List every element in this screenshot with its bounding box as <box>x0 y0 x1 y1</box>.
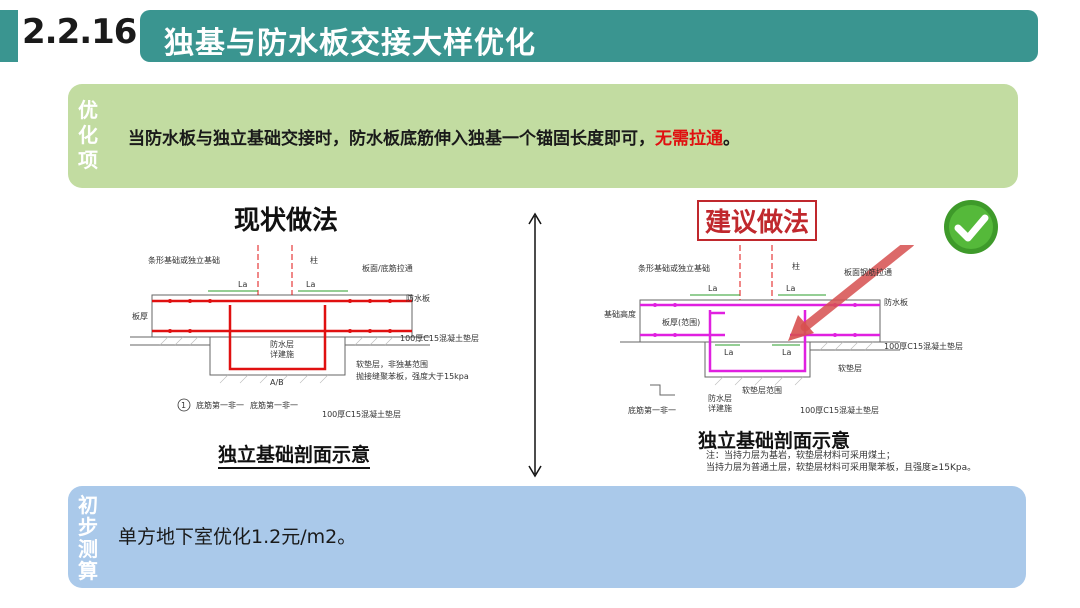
suggested-practice-heading-box: 建议做法 <box>697 200 818 241</box>
optimization-text: 当防水板与独立基础交接时，防水板底筋伸入独基一个锚固长度即可，无需拉通。 <box>128 124 740 149</box>
optimization-label: 优化项 <box>76 98 100 173</box>
preliminary-calc-panel: 初步测算 单方地下室优化1.2元/m2。 <box>68 486 1026 588</box>
left-label-la2: La <box>306 280 315 289</box>
right-label-thick: 板厚(范围) <box>662 317 700 327</box>
optimization-label-text: 优化项 <box>78 98 98 172</box>
right-label-soft-range: 软垫层范围 <box>742 385 782 395</box>
preliminary-calc-label: 初步测算 <box>76 494 100 582</box>
right-label-bottom1: 底筋第一非一 <box>628 405 676 415</box>
right-label-c15: 100厚C15混凝土垫层 <box>884 341 963 351</box>
section-number-accent <box>0 10 18 62</box>
preliminary-calc-label-text: 初步测算 <box>78 493 98 583</box>
left-label-c15-bottom: 100厚C15混凝土垫层 <box>322 409 401 419</box>
left-label-column: 柱 <box>310 255 318 265</box>
suggested-practice-drawing: 条形基础或独立基础 柱 板面钢筋拉通 La La La La 防水板 基础高度 … <box>604 245 963 415</box>
left-label-soft: 软垫层，非独基范围 <box>356 359 428 369</box>
current-practice-heading: 现状做法 <box>234 206 339 236</box>
optimization-main: 当防水板与独立基础交接时，防水板底筋伸入独基一个锚固长度即可， <box>128 129 655 149</box>
optimization-highlight: 无需拉通 <box>655 129 723 149</box>
left-label-soft2: 抛接缝聚苯板，强度大于15kpa <box>356 371 469 381</box>
suggested-practice-heading: 建议做法 <box>705 208 810 238</box>
page-title: 独基与防水板交接大样优化 <box>164 26 536 61</box>
preliminary-calc-text: 单方地下室优化1.2元/m2。 <box>118 526 357 548</box>
check-circle-icon <box>944 200 998 254</box>
optimization-panel: 优化项 当防水板与独立基础交接时，防水板底筋伸入独基一个锚固长度即可，无需拉通。 <box>68 84 1018 188</box>
right-label-top-rebar: 板面钢筋拉通 <box>844 267 892 277</box>
right-label-soft: 软垫层 <box>838 363 862 373</box>
right-label-la4: La <box>782 348 791 357</box>
right-label-la3: La <box>724 348 733 357</box>
left-label-bottom1: 底筋第一非一 <box>196 400 244 410</box>
current-practice-drawing: 条形基础或独立基础 柱 板面/底筋拉通 La La 防水板 板厚 100厚C15… <box>130 245 479 419</box>
left-label-top-rebar: 板面/底筋拉通 <box>362 263 413 273</box>
right-label-side: 基础高度 <box>604 309 636 319</box>
left-label-bottom2: 底筋第一非一 <box>250 400 298 410</box>
suggested-note-line1: 注：当持力层为基岩，软垫层材料可采用煤土； <box>706 451 896 461</box>
left-label-strip: 条形基础或独立基础 <box>148 255 220 265</box>
right-label-la1: La <box>708 284 717 293</box>
section-number: 2.2.16 <box>22 12 137 52</box>
right-label-column: 柱 <box>792 261 800 271</box>
left-label-la1: La <box>238 280 247 289</box>
right-label-c15-bottom: 100厚C15混凝土垫层 <box>800 405 879 415</box>
left-label-thick: 板厚 <box>132 311 148 321</box>
optimization-end: 。 <box>723 129 740 149</box>
left-label-board: 防水板 <box>406 293 430 303</box>
right-label-strip: 条形基础或独立基础 <box>638 263 710 273</box>
right-label-detail: 详建施 <box>708 403 732 413</box>
left-label-ab: A/B <box>270 378 284 387</box>
suggested-note-line2: 当持力层为普通土层，软垫层材料可采用聚苯板，且强度≥15Kpa。 <box>706 463 977 473</box>
title-bar: 独基与防水板交接大样优化 <box>140 10 1038 62</box>
right-label-waterproof: 防水层 <box>708 393 732 403</box>
left-label-waterproof: 防水层 <box>270 339 294 349</box>
suggested-practice-caption: 独立基础剖面示意 <box>698 430 851 452</box>
pointer-arrow-icon <box>788 245 915 341</box>
current-practice-caption: 独立基础剖面示意 <box>218 440 371 469</box>
suggested-note: 注：当持力层为基岩，软垫层材料可采用煤土； 当持力层为普通土层，软垫层材料可采用… <box>706 450 1006 474</box>
right-label-la2: La <box>786 284 795 293</box>
double-arrow-icon <box>528 212 542 478</box>
left-label-c15: 100厚C15混凝土垫层 <box>400 333 479 343</box>
left-label-circle: 1 <box>181 401 186 410</box>
left-label-detail: 详建施 <box>270 349 294 359</box>
right-label-board: 防水板 <box>884 297 908 307</box>
